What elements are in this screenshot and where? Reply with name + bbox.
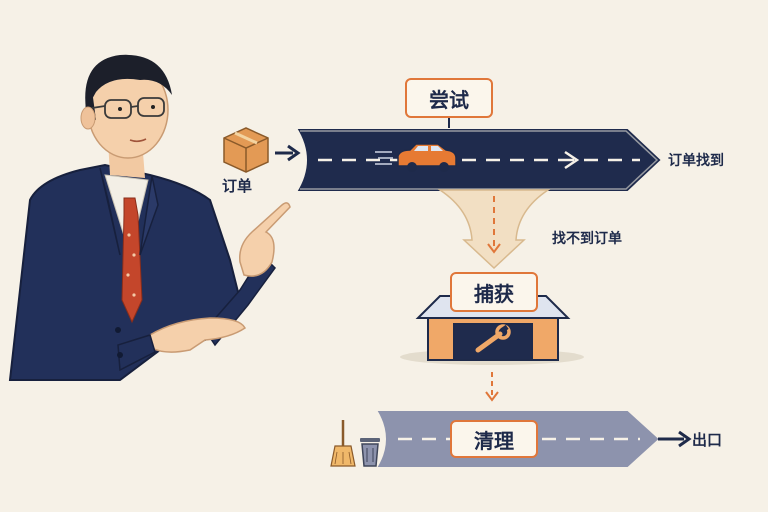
broom-icon	[330, 420, 356, 467]
order-not-found-label: 找不到订单	[552, 231, 622, 247]
catch-block-label: 捕获	[450, 272, 538, 312]
package-icon	[223, 127, 269, 173]
road-direction-arrow	[564, 150, 580, 170]
input-arrow	[275, 144, 301, 162]
car-icon	[375, 143, 457, 172]
catch-branch-road	[437, 189, 551, 270]
order-found-label: 订单找到	[668, 153, 724, 169]
try-road	[294, 127, 664, 193]
input-order-label: 订单	[222, 177, 253, 195]
trash-can-icon	[360, 438, 380, 467]
presenter-illustration	[8, 54, 291, 381]
catch-to-cleanup-arrow	[485, 372, 499, 402]
wrench-icon	[475, 324, 511, 353]
cleanup-block-label: 清理	[450, 420, 538, 458]
exit-arrow	[658, 430, 692, 448]
try-block-label: 尝试	[405, 78, 493, 118]
exit-label: 出口	[692, 431, 723, 449]
